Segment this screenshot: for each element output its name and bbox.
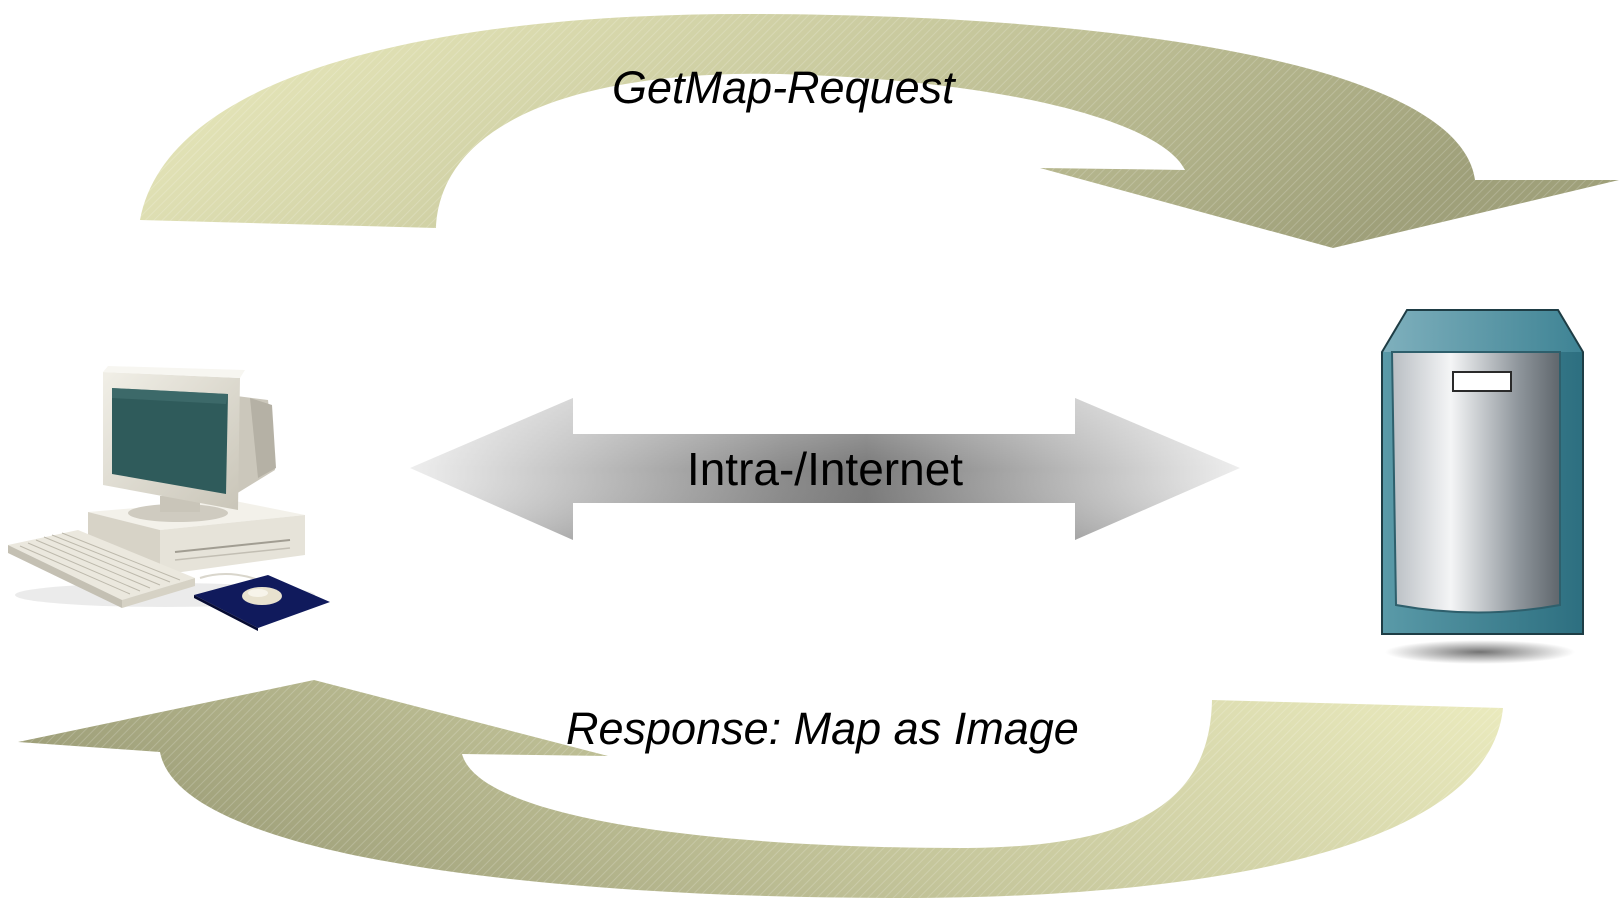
- network-label: Intra-/Internet: [686, 443, 964, 495]
- response-label: Response: Map as Image: [566, 703, 1079, 754]
- server-tower-icon: [1381, 309, 1584, 664]
- network-double-arrow: [410, 398, 1240, 540]
- response-arc-arrow: [18, 680, 1503, 898]
- request-arc-arrow: [140, 13, 1619, 248]
- request-label: GetMap-Request: [612, 62, 955, 113]
- desktop-computer-icon: [8, 366, 330, 631]
